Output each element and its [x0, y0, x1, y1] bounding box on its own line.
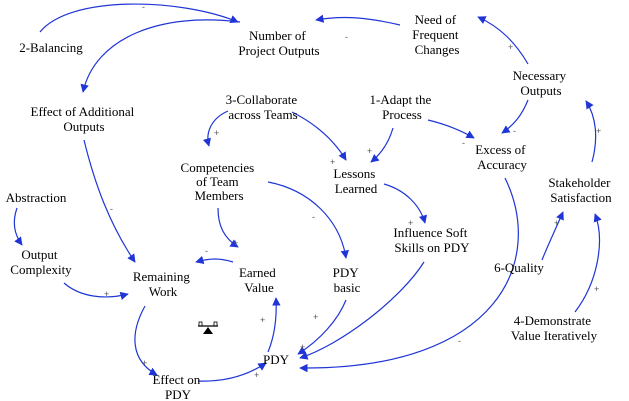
node-need-of-frequent-changes: Need of Frequent Changes	[412, 12, 461, 57]
node-adapt-1: 1-Adapt the Process	[370, 92, 435, 122]
node-balancing-2: 2-Balancing	[19, 40, 83, 55]
polarity-demonstrate-to-stakeholder: +	[594, 284, 599, 294]
polarity-complexity-to-remaining: +	[104, 289, 109, 299]
node-pdy-basic: PDY basic	[333, 265, 362, 295]
node-earned-value: Earned Value	[239, 265, 279, 295]
arrow-complexity-to-remaining	[63, 282, 129, 300]
node-output-complexity: Output Complexity	[10, 247, 72, 277]
polarity-earned-to-remaining: -	[205, 246, 208, 256]
node-collaborate-3: 3-Collaborate across Teams	[226, 92, 301, 122]
node-lessons-learned: Lessons Learned	[333, 166, 378, 196]
arrows	[13, 3, 602, 382]
arrow-abstraction-to-complexity	[13, 207, 23, 246]
arrow-competencies-to-pdybasic	[267, 181, 349, 259]
arrow-demonstrate-to-stakeholder	[574, 213, 602, 313]
balancing-loop-icon	[198, 321, 218, 334]
polarity-adapt-to-excess: -	[462, 138, 465, 148]
polarity-signs: - - + - - + + + + - + - - + + + + + + + …	[104, 2, 601, 380]
arrow-competencies-to-earned	[217, 207, 239, 248]
polarity-stakeholder-to-necessary: +	[596, 126, 601, 136]
polarity-influence-to-pdy: +	[300, 342, 305, 352]
polarity-balancing-to-outputs: -	[142, 2, 145, 12]
arrow-stakeholder-to-necessary	[585, 100, 597, 163]
arrow-pdy-to-earned	[267, 297, 281, 353]
polarity-effect-to-pdy: +	[254, 370, 259, 380]
node-number-of-project-outputs: Number of Project Outputs	[238, 28, 319, 58]
arrow-lessons-to-influence	[383, 183, 428, 224]
polarity-need-to-outputs: -	[345, 32, 348, 42]
polarity-collab-to-competencies: +	[214, 128, 219, 138]
polarity-excess-to-pdy: -	[458, 336, 461, 346]
node-labels: Number of Project Outputs Need of Freque…	[6, 12, 613, 401]
polarity-effect-add-to-remaining: -	[110, 204, 113, 214]
arrow-earned-to-remaining	[195, 255, 234, 264]
arrow-effect-to-pdy	[197, 362, 267, 382]
node-excess-of-accuracy: Excess of Accuracy	[475, 142, 528, 172]
node-competencies: Competencies of Team Members	[181, 160, 258, 203]
polarity-collab-to-lessons: +	[330, 157, 335, 167]
node-necessary-outputs: Necessary Outputs	[513, 68, 570, 98]
node-demonstrate-4: 4-Demonstrate Value Iteratively	[511, 313, 598, 343]
arrow-necessary-to-need	[477, 16, 529, 65]
node-remaining-work: Remaining Work	[133, 269, 193, 299]
polarity-pdy-to-earned: +	[260, 315, 265, 325]
arrow-excess-to-pdy	[299, 177, 519, 373]
node-effect-on-pdy: Effect on PDY	[152, 372, 203, 401]
arrow-collab-to-lessons	[291, 111, 347, 161]
arrow-outputs-to-effect-additional	[80, 19, 241, 93]
polarity-necessary-to-need: +	[508, 42, 513, 52]
polarity-adapt-to-lessons: +	[367, 146, 372, 156]
arrow-pdybasic-to-pdy	[297, 299, 347, 355]
node-influence-soft-skills: Influence Soft Skills on PDY	[393, 225, 470, 255]
polarity-pdybasic-to-pdy: +	[313, 312, 318, 322]
arrow-adapt-to-lessons	[370, 127, 394, 163]
arrow-balancing-to-outputs	[39, 3, 239, 33]
node-quality-6: 6-Quality	[494, 260, 544, 275]
arrow-quality-to-stakeholder	[541, 211, 564, 261]
node-effect-of-additional-outputs: Effect of Additional Outputs	[31, 104, 138, 134]
polarity-competencies-to-earned: +	[233, 238, 238, 248]
polarity-quality-to-stakeholder: +	[554, 218, 559, 228]
arrow-collab-to-competencies	[202, 110, 229, 147]
node-pdy: PDY	[263, 352, 290, 367]
polarity-competencies-to-pdybasic: -	[312, 212, 315, 222]
polarity-lessons-to-influence: +	[408, 218, 413, 228]
arrow-influence-to-pdy	[299, 261, 425, 360]
arrow-adapt-to-excess	[427, 119, 475, 139]
arrow-effect-additional-to-remaining	[83, 139, 136, 263]
node-abstraction: Abstraction	[6, 190, 67, 205]
polarity-necessary-to-excess: -	[513, 126, 516, 136]
arrow-remaining-to-effect	[134, 305, 158, 376]
arrow-need-to-outputs	[315, 14, 401, 26]
polarity-remaining-to-effect: +	[142, 358, 147, 368]
arrow-necessary-to-excess	[501, 99, 529, 134]
node-stakeholder-satisfaction: Stakeholder Satisfaction	[548, 175, 613, 205]
